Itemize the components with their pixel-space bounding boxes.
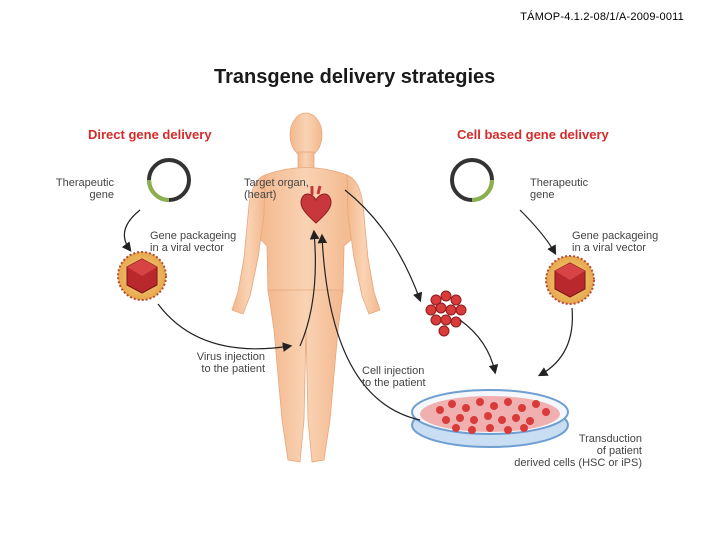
target-organ-label: Target organ, (heart) [244,177,309,201]
therapeutic-gene-label-right: Therapeutic gene [530,177,589,201]
plasmid-icon-right [450,158,494,202]
virus-icon-left [117,251,167,301]
cell-injection-label: Cell injection to the patient [362,365,426,389]
virus-injection-label: Virus injection to the patient [196,351,265,375]
petri-dish-icon [411,389,569,448]
heart-icon [300,185,332,224]
gene-packaging-label-right: Gene packageing in a viral vector [572,230,659,254]
flow-arrows [121,189,573,421]
gene-packaging-label-left: Gene packageing in a viral vector [150,230,237,254]
direct-gene-delivery-title: Direct gene delivery [88,127,212,142]
human-body [231,112,381,463]
virus-icon-right [545,255,595,305]
cell-cluster-icon [425,290,467,337]
cell-based-gene-delivery-title: Cell based gene delivery [457,127,609,142]
plasmid-icon-left [147,158,191,202]
header-code: TÁMOP-4.1.2-08/1/A-2009-0011 [520,11,684,23]
transduction-label: Transduction of patient derived cells (H… [514,433,642,469]
therapeutic-gene-label-left: Therapeutic gene [55,177,114,201]
page-title: Transgene delivery strategies [214,66,496,88]
